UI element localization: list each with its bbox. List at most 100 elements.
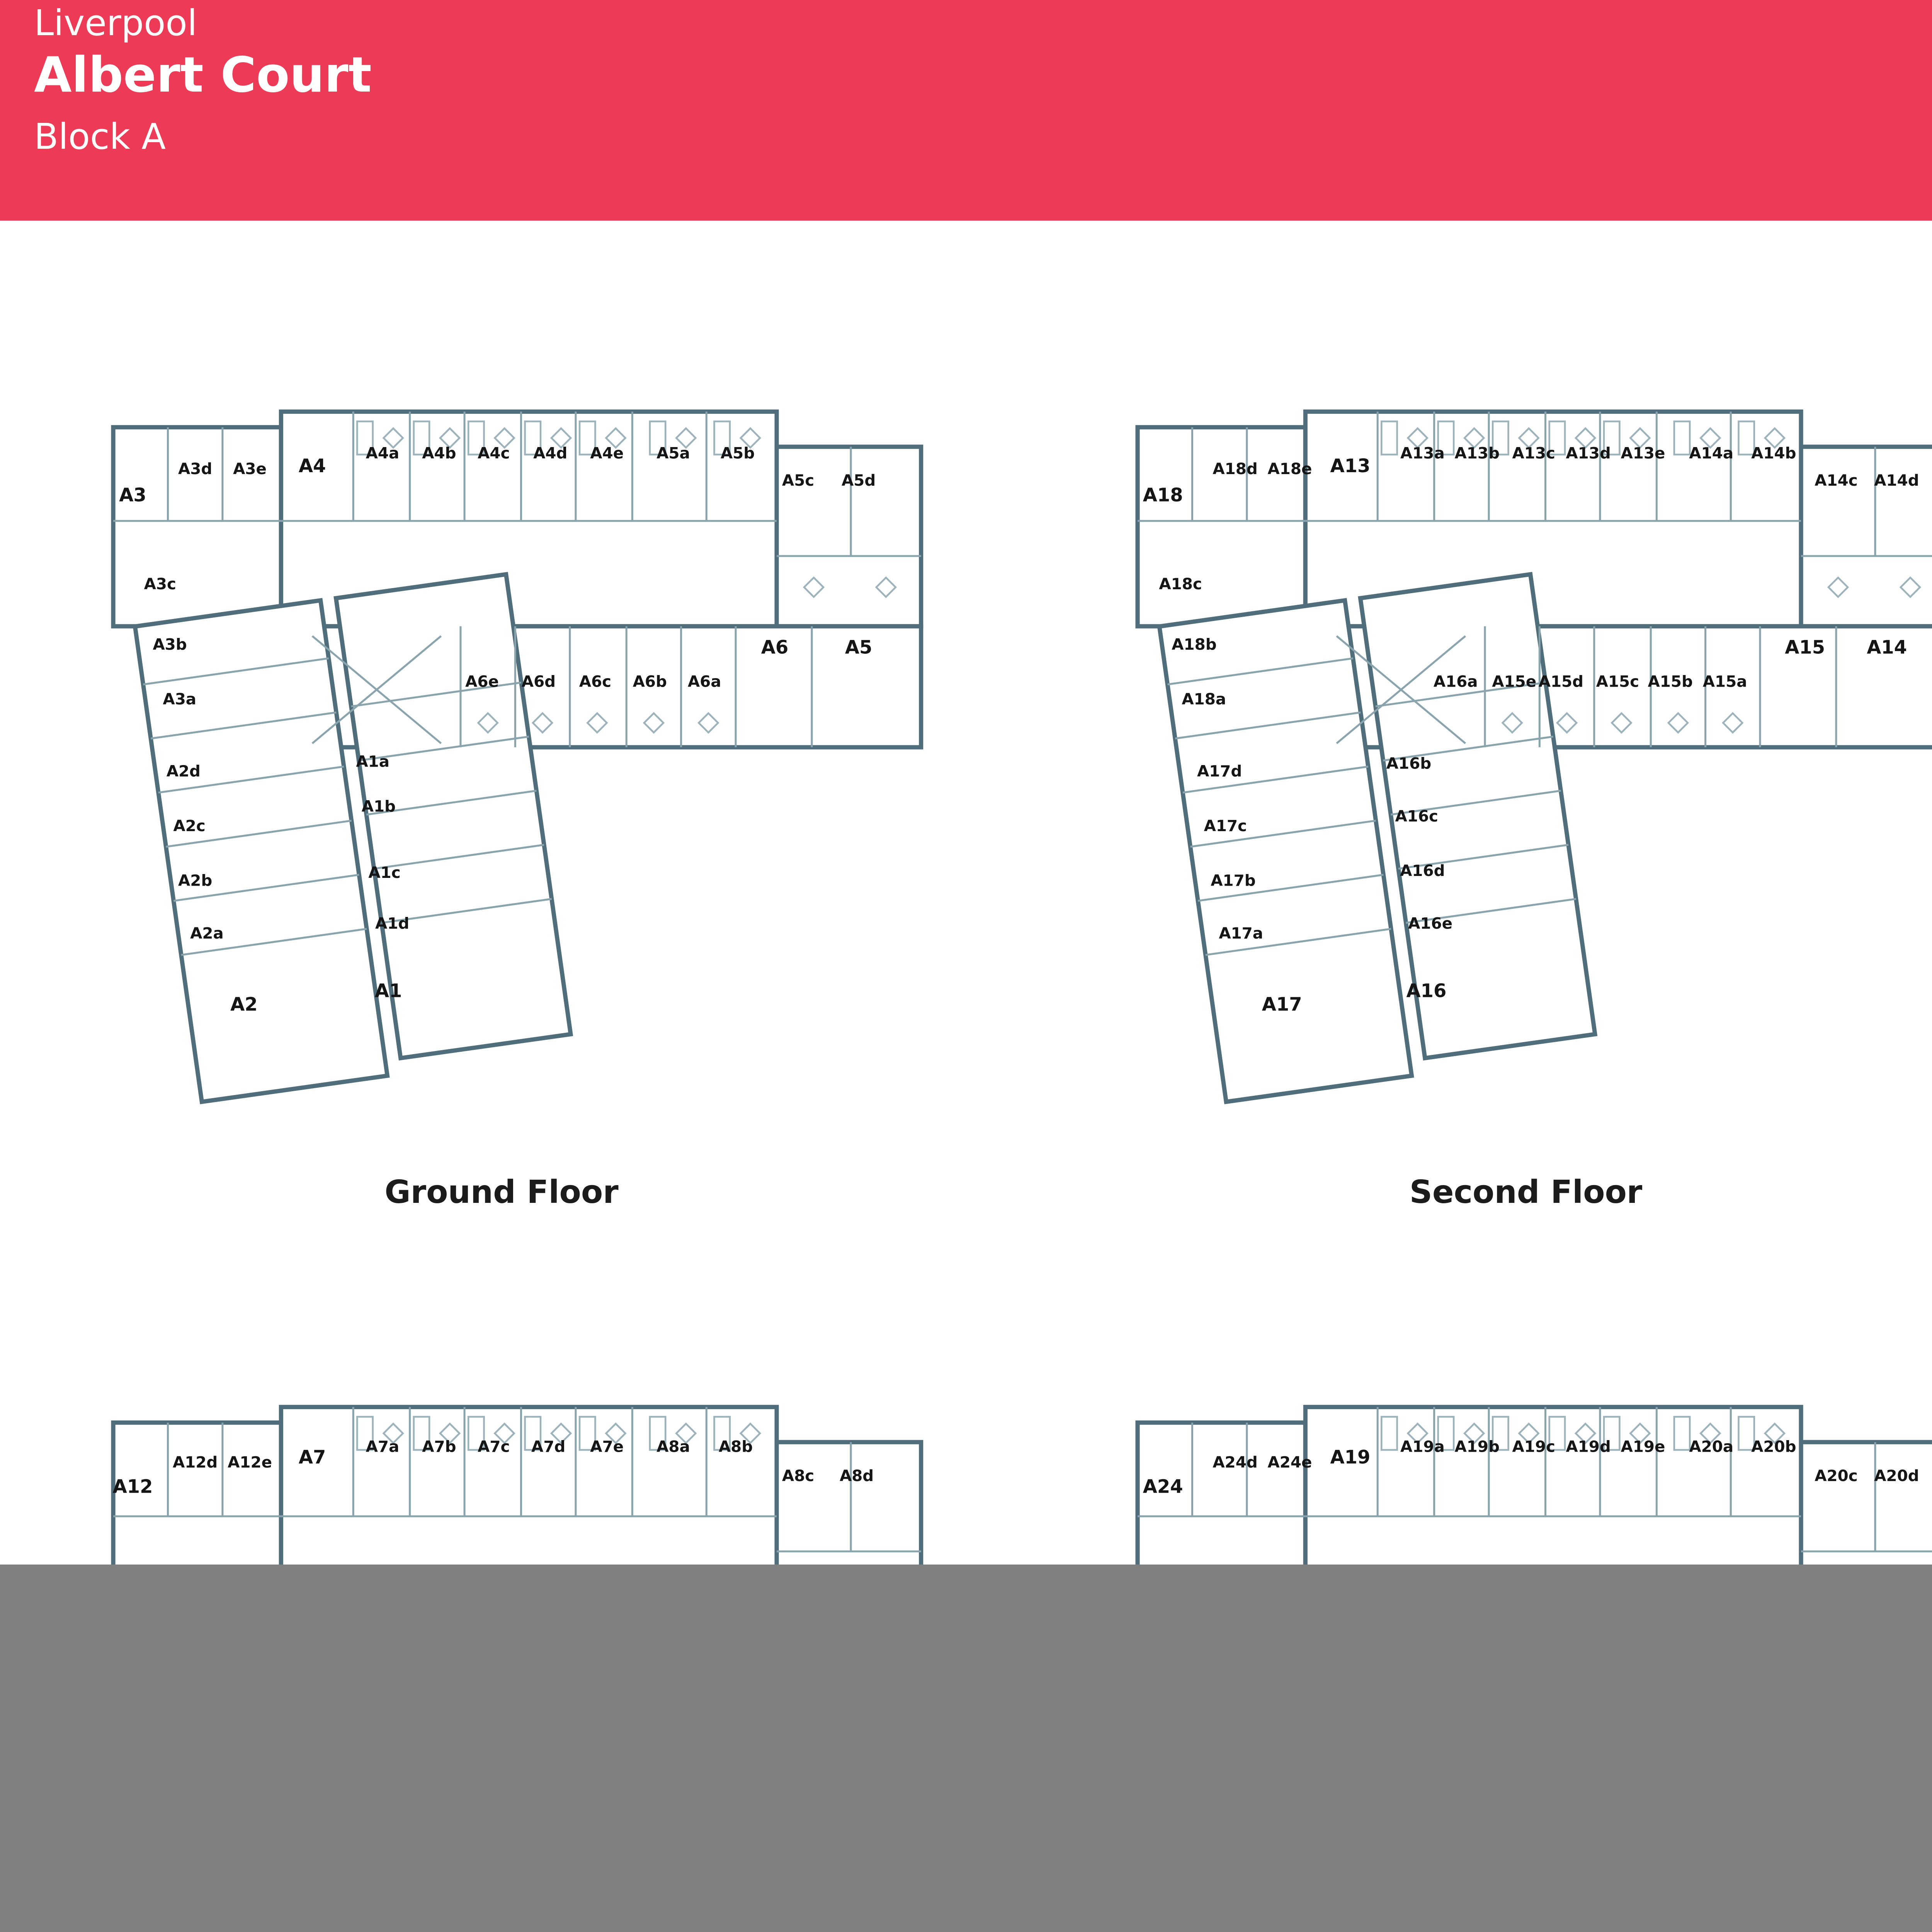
room-label: A6e xyxy=(465,672,499,690)
room-label: A3 xyxy=(119,485,146,506)
gray-overlay xyxy=(0,1565,1932,1932)
room-label: A17d xyxy=(1197,762,1242,781)
room-label: A16 xyxy=(1406,980,1447,1002)
room-label: A1b xyxy=(362,797,396,816)
room-label: A2 xyxy=(230,994,258,1015)
room-label: A15 xyxy=(1785,637,1825,658)
room-label: A4d xyxy=(533,444,567,463)
room-label: A12e xyxy=(228,1453,272,1471)
room-label: A1a xyxy=(356,752,389,770)
room-label: A19a xyxy=(1400,1437,1445,1456)
room-label: A1c xyxy=(368,863,400,882)
room-label: A20b xyxy=(1751,1437,1796,1456)
room-label: A18e xyxy=(1268,459,1312,478)
room-label: A20a xyxy=(1689,1437,1733,1456)
room-label: A2d xyxy=(167,762,201,781)
room-label: A2c xyxy=(173,816,205,835)
room-label: A16e xyxy=(1408,914,1452,933)
room-label: A7 xyxy=(299,1447,326,1468)
room-label: A12 xyxy=(113,1476,153,1498)
room-label: A4e xyxy=(590,444,624,463)
room-label: A14d xyxy=(1874,471,1919,490)
room-label: A13 xyxy=(1330,455,1371,477)
room-label: A15a xyxy=(1703,672,1747,690)
room-label: A6d xyxy=(522,672,556,690)
room-label: A15e xyxy=(1492,672,1536,690)
floor-caption-second: Second Floor xyxy=(1409,1174,1643,1211)
room-label: A7d xyxy=(531,1437,565,1456)
room-label: A16b xyxy=(1386,754,1431,772)
room-label: A8b xyxy=(719,1437,753,1456)
room-label: A4b xyxy=(422,444,456,463)
room-label: A3a xyxy=(163,690,196,708)
room-label: A13b xyxy=(1455,444,1500,463)
room-label: A5 xyxy=(845,637,872,658)
room-label: A4 xyxy=(299,455,326,477)
room-label: A3c xyxy=(144,575,176,593)
room-label: A18c xyxy=(1159,575,1202,593)
room-label: A2b xyxy=(178,871,212,889)
room-label: A14a xyxy=(1689,444,1733,463)
room-label: A6 xyxy=(761,637,789,658)
room-label: A13d xyxy=(1566,444,1611,463)
room-label: A7e xyxy=(590,1437,624,1456)
header-building-title: Albert Court xyxy=(34,46,372,104)
room-label: A7c xyxy=(478,1437,510,1456)
room-label: A15c xyxy=(1596,672,1639,690)
room-label: A14c xyxy=(1815,471,1857,490)
room-label: A12d xyxy=(173,1453,218,1471)
room-label: A18d xyxy=(1213,459,1257,478)
room-label: A13c xyxy=(1512,444,1555,463)
room-label: A24 xyxy=(1143,1476,1183,1498)
room-label: A5d xyxy=(842,471,876,490)
header: Liverpool Albert Court Block A xyxy=(0,0,1932,221)
room-label: A5a xyxy=(656,444,690,463)
room-label: A13e xyxy=(1621,444,1665,463)
room-label: A16a xyxy=(1434,672,1478,690)
room-label: A15d xyxy=(1539,672,1583,690)
room-label: A24d xyxy=(1213,1453,1257,1471)
room-label: A17 xyxy=(1262,994,1302,1015)
room-label: A3e xyxy=(233,459,267,478)
room-label: A3d xyxy=(178,459,212,478)
room-label: A6c xyxy=(579,672,611,690)
room-label: A1 xyxy=(375,980,402,1002)
room-label: A5c xyxy=(782,471,814,490)
room-label: A8d xyxy=(840,1466,874,1485)
room-label: A18b xyxy=(1172,635,1216,653)
room-label: A19 xyxy=(1330,1447,1371,1468)
room-label: A1d xyxy=(375,914,409,933)
room-label: A19d xyxy=(1566,1437,1611,1456)
room-label: A19c xyxy=(1512,1437,1555,1456)
room-label: A19b xyxy=(1455,1437,1500,1456)
room-label: A14 xyxy=(1867,637,1907,658)
room-label: A18a xyxy=(1182,690,1226,708)
room-label: A17b xyxy=(1211,871,1255,889)
header-block: Block A xyxy=(34,116,166,157)
header-city: Liverpool xyxy=(34,2,197,44)
room-label: A19e xyxy=(1621,1437,1665,1456)
room-label: A17a xyxy=(1219,924,1263,942)
room-label: A17c xyxy=(1204,816,1247,835)
room-label: A13a xyxy=(1400,444,1445,463)
room-label: A2a xyxy=(190,924,224,942)
room-label: A4a xyxy=(366,444,400,463)
room-label: A16d xyxy=(1400,861,1445,880)
room-label: A5b xyxy=(721,444,755,463)
floor-caption-ground: Ground Floor xyxy=(384,1174,619,1211)
room-label: A24e xyxy=(1268,1453,1312,1471)
room-label: A8a xyxy=(656,1437,690,1456)
room-label: A7b xyxy=(422,1437,456,1456)
room-label: A20c xyxy=(1815,1466,1857,1485)
room-label: A7a xyxy=(366,1437,400,1456)
room-label: A6b xyxy=(633,672,667,690)
room-label: A6a xyxy=(688,672,721,690)
room-label: A8c xyxy=(782,1466,814,1485)
room-label: A4c xyxy=(478,444,510,463)
room-label: A15b xyxy=(1648,672,1693,690)
room-label: A18 xyxy=(1143,485,1183,506)
room-label: A16c xyxy=(1395,807,1438,825)
